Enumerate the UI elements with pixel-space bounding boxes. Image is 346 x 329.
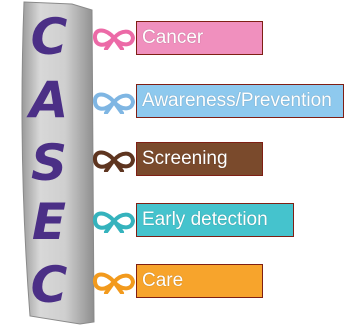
- title-letter-c1: C: [30, 8, 68, 66]
- awareness-prevention-label: Awareness/Prevention: [142, 90, 332, 111]
- care-box: Care: [136, 264, 263, 298]
- light-blue-ribbon-icon: [93, 92, 135, 114]
- screening-box: Screening: [136, 142, 263, 176]
- care-label: Care: [142, 270, 184, 291]
- teal-ribbon-icon: [93, 211, 135, 233]
- title-letter-e: E: [31, 193, 67, 251]
- orange-ribbon-icon: [93, 272, 135, 294]
- title-letter-s: S: [30, 134, 67, 192]
- early-detection-label: Early detection: [142, 209, 268, 230]
- brown-ribbon-icon: [93, 150, 135, 172]
- early-detection-box: Early detection: [136, 203, 294, 237]
- title-letter-a: A: [29, 71, 69, 129]
- pink-ribbon-icon: [93, 28, 135, 50]
- cancer-box: Cancer: [136, 21, 263, 55]
- awareness-prevention-box: Awareness/Prevention: [136, 84, 344, 118]
- screening-label: Screening: [142, 148, 228, 169]
- title-letter-c2: C: [30, 256, 68, 314]
- cancer-label: Cancer: [142, 27, 204, 48]
